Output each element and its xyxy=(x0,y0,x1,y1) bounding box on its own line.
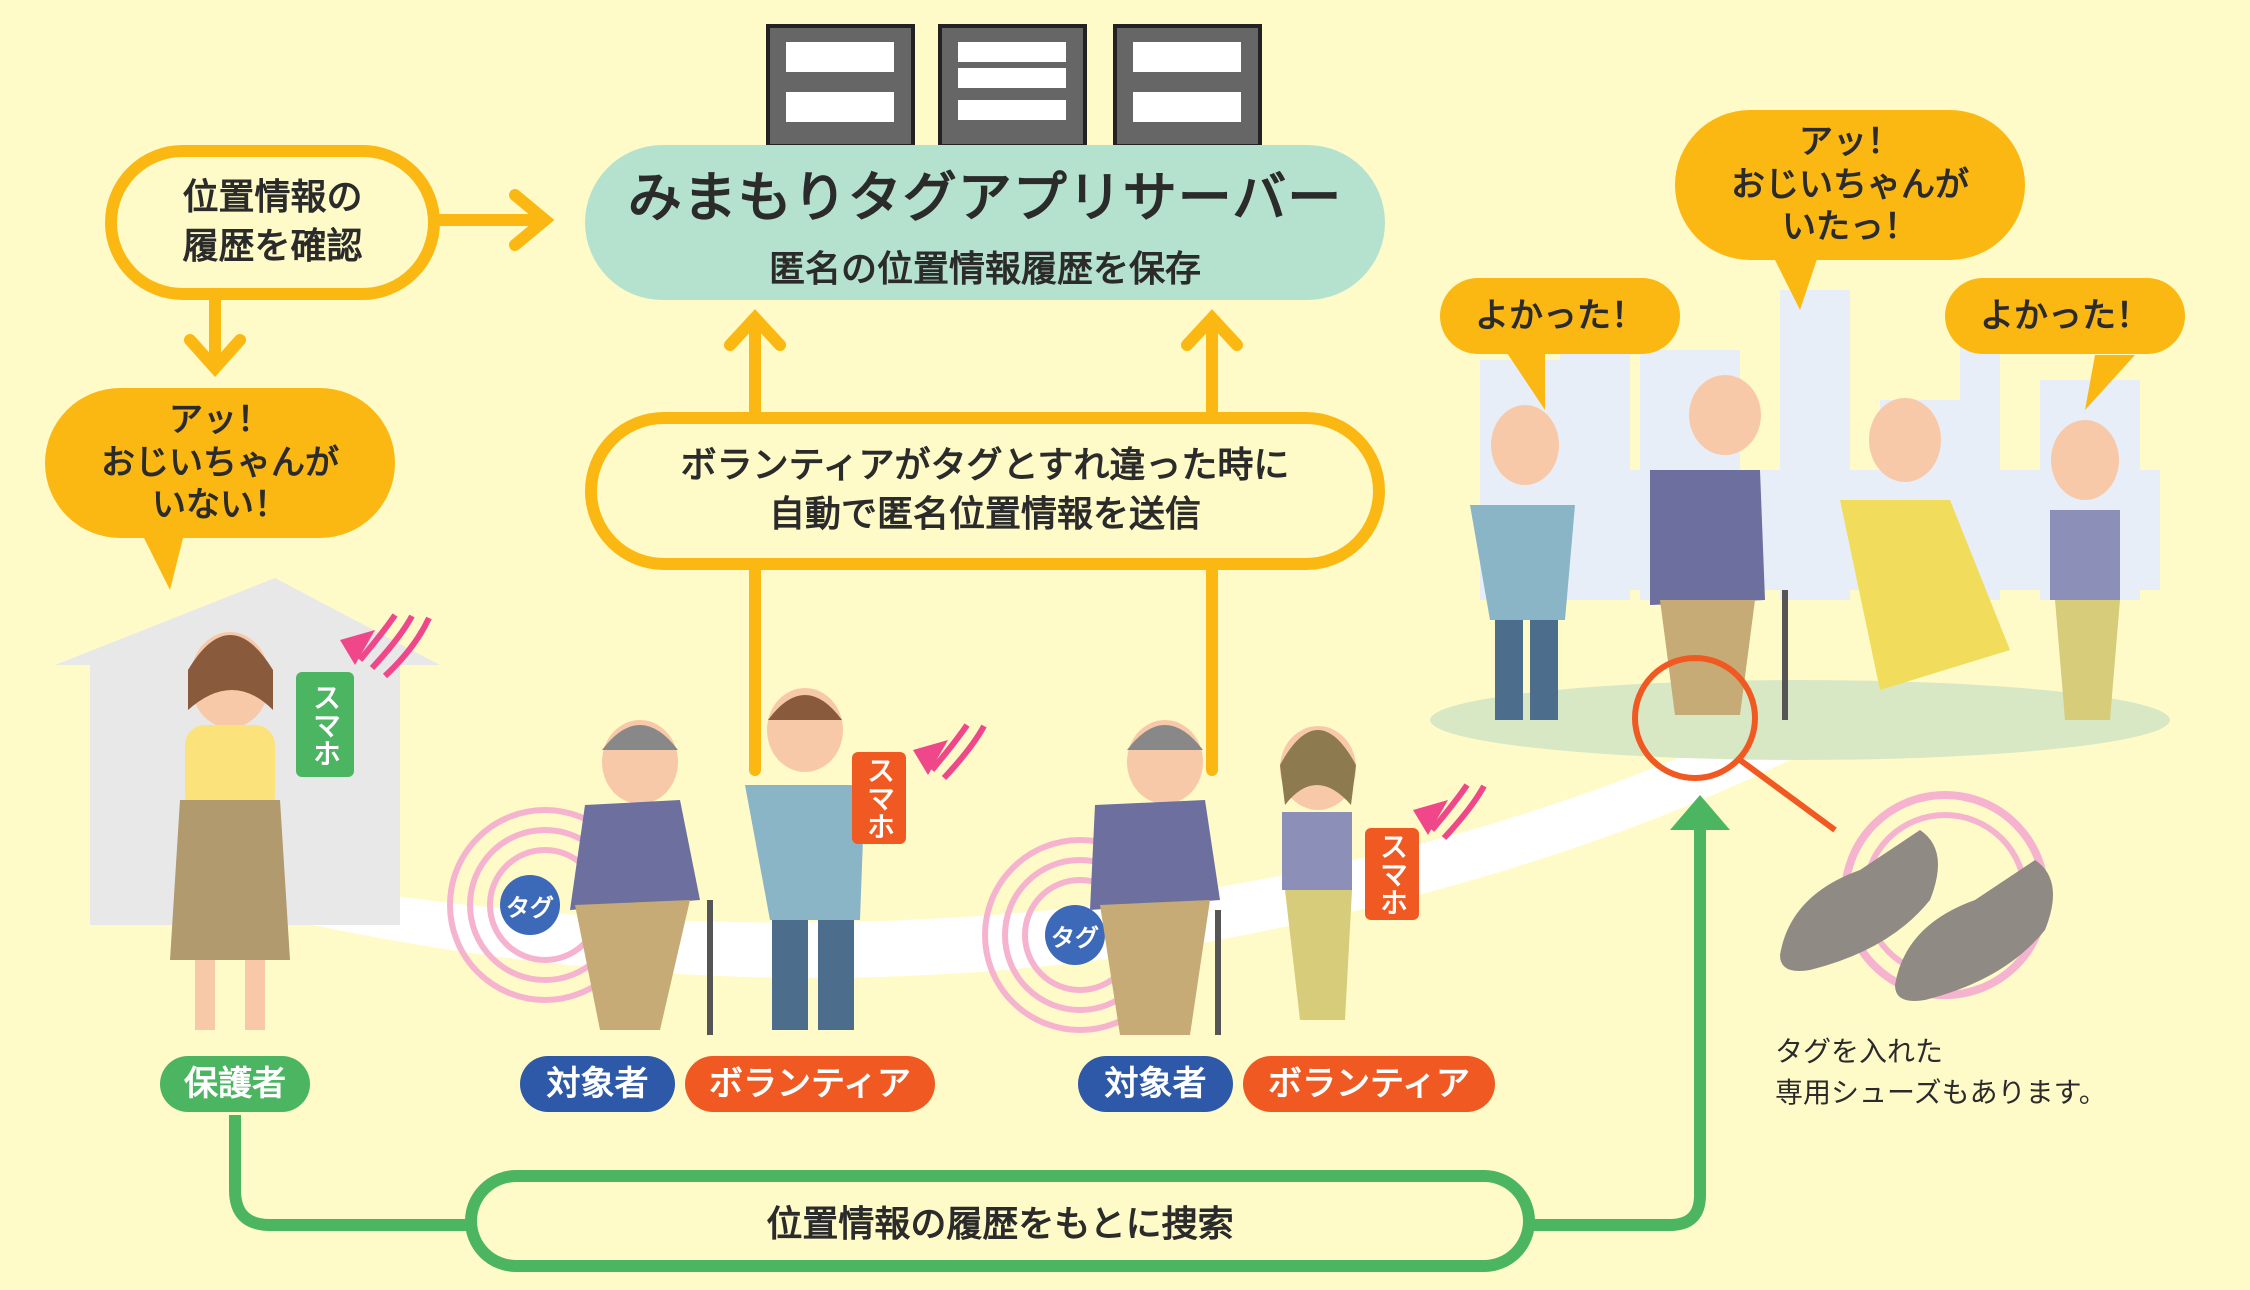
search-box: 位置情報の履歴をもとに捜索 xyxy=(465,1170,1535,1272)
shoes-icon xyxy=(1780,791,2053,1001)
path-ribbon xyxy=(290,740,1790,978)
search-route-arrowhead xyxy=(1670,795,1730,830)
role-guardian: 保護者 xyxy=(160,1056,310,1112)
history-check-line2: 履歴を確認 xyxy=(182,225,363,267)
tag-label-2: タグ xyxy=(1051,924,1099,952)
city-people xyxy=(1470,375,2120,720)
tag-label-1: タグ xyxy=(506,894,554,922)
shoe-caption: タグを入れた 専用シューズもあります。 xyxy=(1775,1032,2107,1113)
volunteer-send-line2: 自動で匿名位置情報を送信 xyxy=(768,494,1201,535)
volunteer2-smartphone-label: スマホ xyxy=(1365,828,1419,920)
role-volunteer-2: ボランティア xyxy=(1243,1056,1495,1112)
bubble-relief-right: よかった！ xyxy=(1945,278,2185,354)
server-rack-icon xyxy=(766,24,1262,148)
tag-dot-1 xyxy=(500,875,560,935)
bubble-tails xyxy=(140,250,2135,590)
tag-dot-2 xyxy=(1045,905,1105,965)
shoe-caption-line2: 専用シューズもあります。 xyxy=(1775,1075,2107,1109)
volunteer-figure-2 xyxy=(1280,726,1356,1020)
bubble-missing: アッ！ おじいちゃんが いない！ xyxy=(45,388,395,538)
server-box: みまもりタグアプリサーバー 匿名の位置情報履歴を保存 xyxy=(585,145,1385,300)
volunteer-send-line1: ボランティアがタグとすれ違った時に xyxy=(680,445,1290,487)
signal-icon xyxy=(340,613,1487,841)
bubble-found-line2: おじいちゃんが xyxy=(1731,164,1969,205)
magnifier-icon xyxy=(1632,655,1837,833)
guardian-figure xyxy=(170,632,290,1030)
role-subject-2: 対象者 xyxy=(1078,1056,1233,1112)
history-check-box: 位置情報の 履歴を確認 xyxy=(105,145,440,300)
arrow-history-to-server xyxy=(434,189,555,251)
bubble-missing-line3: いない！ xyxy=(152,485,288,526)
server-subtitle: 匿名の位置情報履歴を保存 xyxy=(768,249,1201,290)
bubble-found-line3: いたっ！ xyxy=(1782,207,1918,248)
role-volunteer-1: ボランティア xyxy=(685,1056,935,1112)
bubble-missing-line1: アッ！ xyxy=(169,400,271,441)
server-title: みまもりタグアプリサーバー xyxy=(627,166,1343,229)
guardian-smartphone-label: スマホ xyxy=(296,672,354,777)
arrow-history-down xyxy=(184,294,246,378)
bubble-found-line1: アッ！ xyxy=(1799,122,1901,163)
city-ground xyxy=(1430,680,2170,760)
subject-figure-1 xyxy=(570,720,713,1035)
bubble-missing-line2: おじいちゃんが xyxy=(101,442,339,483)
volunteer-figure-1 xyxy=(745,688,865,1030)
history-check-line1: 位置情報の xyxy=(182,176,363,218)
role-subject-1: 対象者 xyxy=(520,1056,675,1112)
bubble-found: アッ！ おじいちゃんが いたっ！ xyxy=(1675,110,2025,260)
shoe-caption-line1: タグを入れた xyxy=(1775,1035,1944,1068)
subject-figure-2 xyxy=(1090,720,1221,1035)
bubble-relief-left: よかった！ xyxy=(1440,278,1680,354)
volunteer-send-box: ボランティアがタグとすれ違った時に 自動で匿名位置情報を送信 xyxy=(585,412,1385,570)
volunteer1-smartphone-label: スマホ xyxy=(852,752,906,844)
